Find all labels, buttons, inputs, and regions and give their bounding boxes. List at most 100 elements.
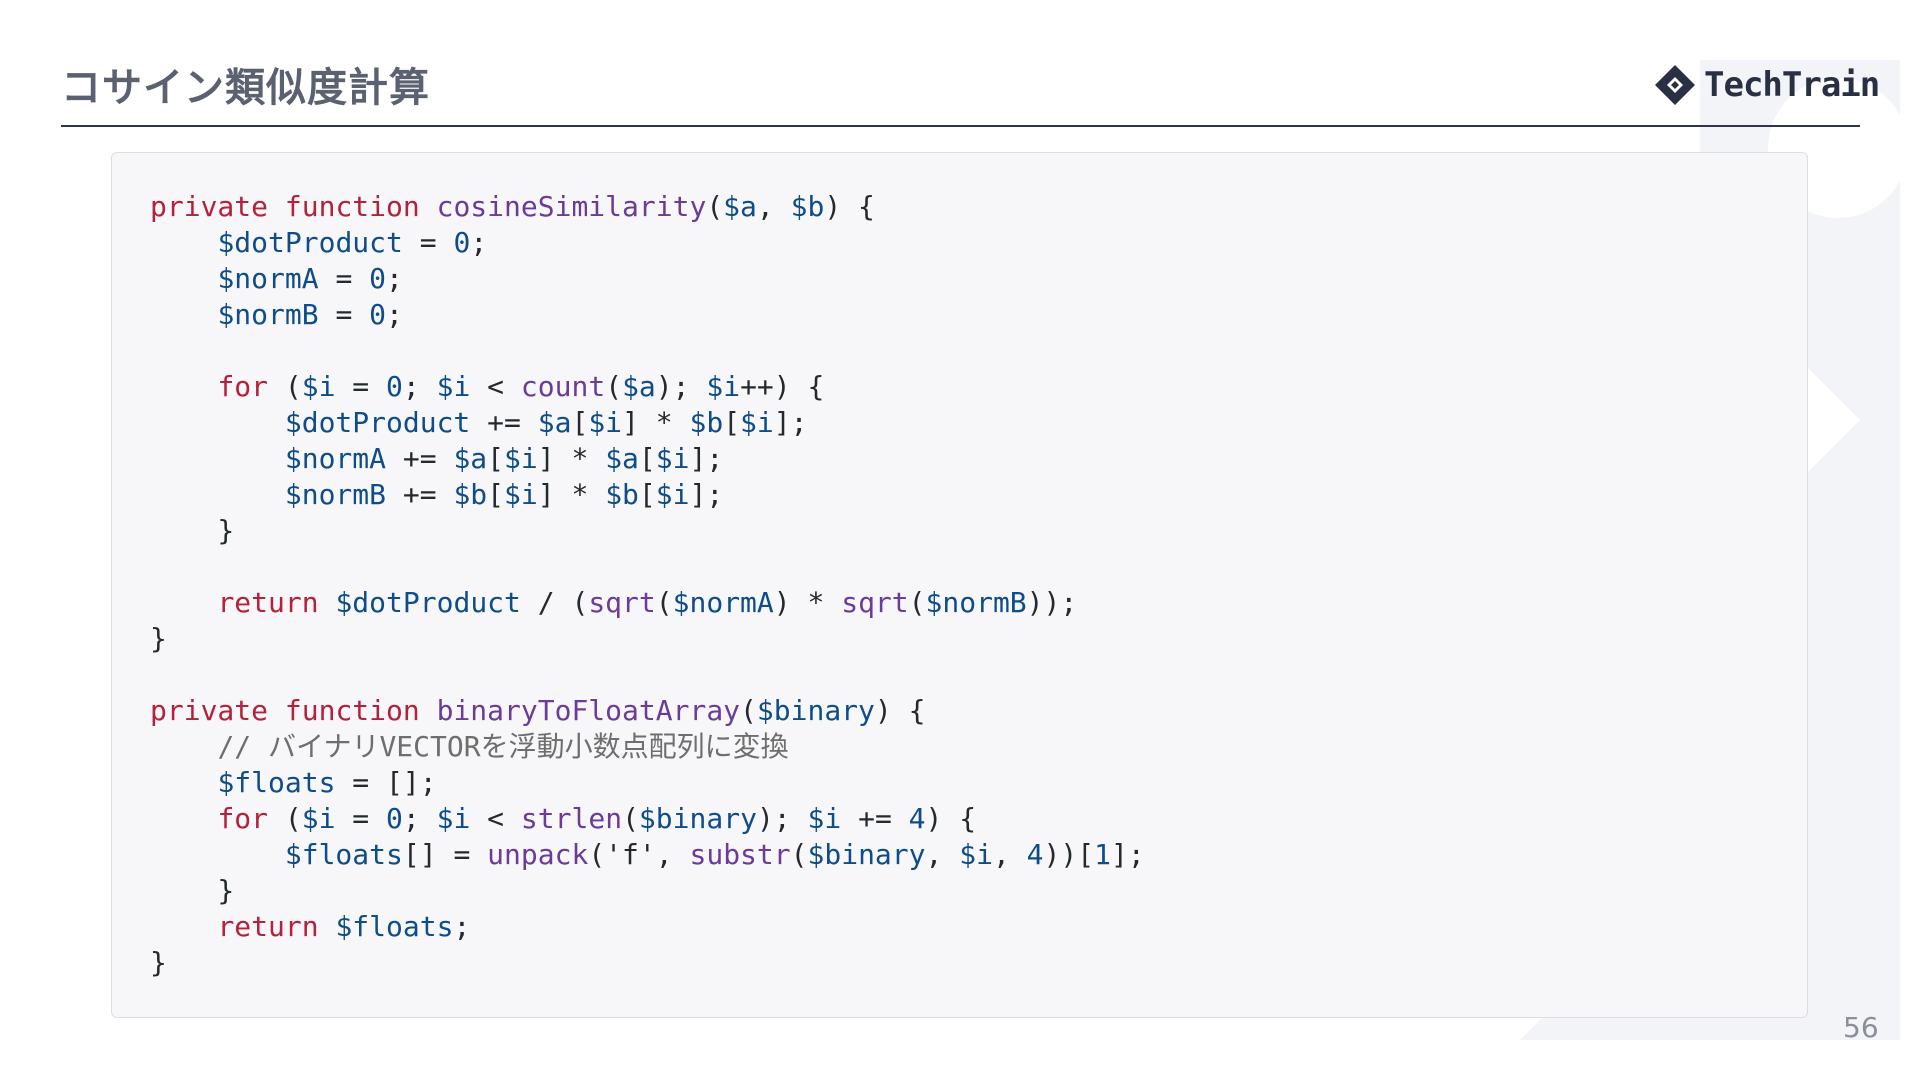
code-line: } [150, 621, 1145, 657]
techtrain-logo: TechTrain [1652, 60, 1880, 110]
code-token: ] * [622, 406, 690, 439]
code-token: ( [268, 370, 302, 403]
code-token: ( [655, 586, 673, 619]
code-line: $normB = 0; [150, 297, 1145, 333]
code-token: unpack [487, 838, 589, 871]
code-token [150, 226, 217, 259]
code-token: ( [706, 190, 724, 223]
code-token [420, 190, 437, 223]
code-token: function [284, 694, 420, 727]
code-token: ( [622, 802, 639, 835]
code-token: return [217, 586, 319, 619]
code-token: sqrt [588, 586, 656, 619]
code-token: $binary [807, 838, 926, 871]
code-token: = [318, 298, 370, 331]
code-token: = [402, 226, 454, 259]
code-token: strlen [520, 802, 623, 835]
code-token: substr [689, 838, 791, 871]
code-line: $floats = []; [150, 765, 1145, 801]
code-token: [ [638, 478, 656, 511]
code-token: $normA [672, 586, 774, 619]
code-token [268, 694, 285, 727]
code-token [150, 766, 217, 799]
code-token: cosineSimilarity [436, 190, 707, 223]
code-token: ( [268, 802, 302, 835]
code-token [319, 910, 336, 943]
code-token: ('f', [588, 838, 690, 871]
code-token: $dotProduct [335, 586, 521, 619]
code-token: return [217, 910, 319, 943]
code-token: $a [622, 370, 656, 403]
code-token: ( [790, 838, 808, 871]
code-token: sqrt [841, 586, 909, 619]
code-token: ++) { [740, 370, 825, 403]
code-token: 1 [1094, 838, 1111, 871]
code-token: $binary [638, 802, 757, 835]
code-token: ); [756, 802, 808, 835]
code-line [150, 333, 1145, 369]
code-token: $a [605, 442, 639, 475]
code-token: $floats [217, 766, 336, 799]
code-line: for ($i = 0; $i < count($a); $i++) { [150, 369, 1145, 405]
code-token: $normB [284, 478, 387, 511]
code-token: for [217, 802, 269, 835]
code-token: } [150, 874, 235, 907]
code-token: $i [301, 802, 336, 835]
code-token: $floats [284, 838, 403, 871]
code-token: $dotProduct [284, 406, 471, 439]
code-token: $i [436, 370, 471, 403]
code-token: ]; [689, 478, 724, 511]
code-token: $i [504, 442, 538, 475]
code-token: )); [1026, 586, 1078, 619]
code-token: [ [487, 478, 505, 511]
code-line: for ($i = 0; $i < strlen($binary); $i +=… [150, 801, 1145, 837]
code-token: += [386, 442, 454, 475]
code-token [150, 406, 285, 439]
code-line: } [150, 873, 1145, 909]
code-token: $i [655, 478, 690, 511]
page-number: 56 [1843, 1011, 1879, 1044]
code-token: ] * [537, 442, 606, 475]
code-token: $a [723, 190, 757, 223]
code-line: private function cosineSimilarity($a, $b… [150, 189, 1145, 225]
code-token: $b [605, 478, 639, 511]
code-token: ; [386, 262, 403, 295]
code-token: $dotProduct [217, 226, 403, 259]
code-token: ) * [773, 586, 842, 619]
code-token: / ( [520, 586, 589, 619]
code-token: ; [402, 802, 437, 835]
code-token: private [150, 190, 269, 223]
code-token: = []; [335, 766, 437, 799]
code-token: $i [655, 442, 690, 475]
code-token: $i [436, 802, 471, 835]
title-divider [61, 125, 1860, 127]
code-token: < [470, 802, 521, 835]
code-token: += [386, 478, 454, 511]
slide-title: コサイン類似度計算 [61, 65, 430, 111]
code-token [420, 694, 437, 727]
code-line: return $dotProduct / (sqrt($normA) * sqr… [150, 585, 1145, 621]
code-token: , [992, 838, 1027, 871]
code-token: += [470, 406, 538, 439]
code-token: $i [740, 406, 774, 439]
code-token: ))[ [1043, 838, 1095, 871]
code-token: count [520, 370, 606, 403]
code-token: } [150, 622, 167, 655]
code-token [150, 442, 285, 475]
code-token: 0 [453, 226, 471, 259]
code-token [150, 838, 285, 871]
code-token: ); [655, 370, 707, 403]
code-token: [ [571, 406, 589, 439]
code-token: binaryToFloatArray [436, 694, 741, 727]
code-line [150, 657, 1145, 693]
code-block: private function cosineSimilarity($a, $b… [150, 189, 1145, 981]
code-token: ; [453, 910, 471, 943]
code-token: ( [740, 694, 757, 727]
logo-mark-icon [1655, 65, 1695, 105]
code-token: , [925, 838, 960, 871]
code-token: $b [790, 190, 825, 223]
code-token: = [318, 262, 370, 295]
code-line: $dotProduct += $a[$i] * $b[$i]; [150, 405, 1145, 441]
code-token [150, 730, 217, 763]
code-line: $normB += $b[$i] * $b[$i]; [150, 477, 1145, 513]
